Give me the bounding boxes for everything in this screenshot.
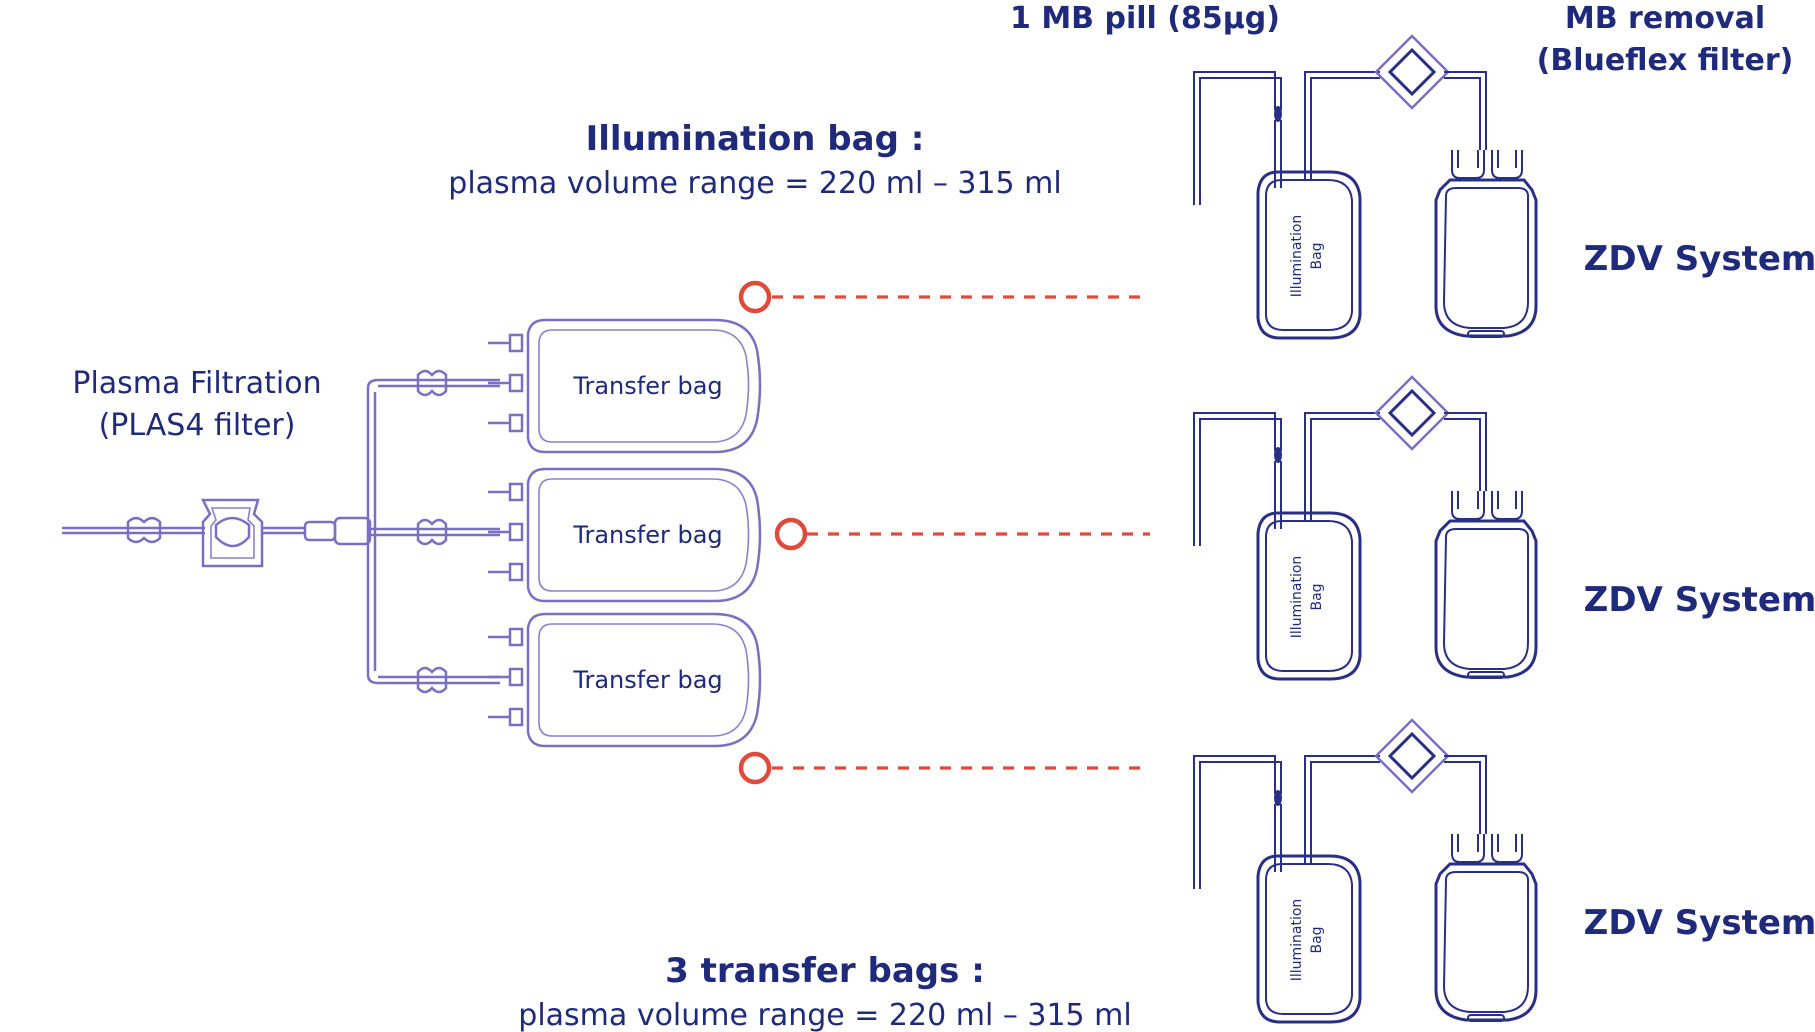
- storage-bag-port-icon: [1451, 834, 1523, 863]
- mb-removal-label-line2: (Blueflex filter): [1537, 43, 1794, 78]
- branch-clamp-icon: [416, 518, 448, 546]
- connector-3: [738, 751, 1150, 785]
- illumination-bag-label-line2: Bag: [1309, 926, 1325, 953]
- storage-bag-port-icon: [1451, 491, 1523, 520]
- illumination-bag-label-line2: Bag: [1309, 242, 1325, 269]
- transfer-volume-range: plasma volume range = 220 ml – 315 ml: [518, 998, 1131, 1032]
- mb-pill-label: 1 MB pill (85µg): [1010, 1, 1280, 36]
- connector-dot: [738, 751, 772, 785]
- connector-dot: [774, 517, 808, 551]
- transfer-bag: Transfer bag: [488, 612, 762, 748]
- illumination-bag-label-line1: Illumination: [1289, 899, 1305, 982]
- plasma-filtration-kit: [62, 369, 500, 694]
- blueflex-filter-icon: [1374, 718, 1450, 794]
- bag-port-icon: [488, 333, 524, 433]
- connector-2: [774, 517, 1150, 551]
- mb-pill-icon: [1274, 106, 1282, 122]
- transfer-bag: Transfer bag: [488, 467, 762, 603]
- plasma-filtration-label-line2: (PLAS4 filter): [99, 408, 296, 443]
- blueflex-filter-icon: [1374, 375, 1450, 451]
- bag-port-icon: [488, 482, 524, 582]
- blueflex-filter-icon: [1374, 34, 1450, 110]
- connector-dot: [738, 280, 772, 314]
- transfer-bag: Transfer bag: [488, 318, 762, 454]
- zdv-system: Illumination Bag ZDV System: [1193, 718, 1815, 1024]
- mb-removal-label-line1: MB removal: [1565, 1, 1765, 36]
- plas4-filter-icon: [200, 498, 264, 568]
- zdv-system: Illumination Bag ZDV System: [1193, 34, 1815, 340]
- transfer-bag-label: Transfer bag: [572, 372, 722, 400]
- transfer-bag-label: Transfer bag: [572, 666, 722, 694]
- storage-bag-port-icon: [1451, 150, 1523, 179]
- bag-port-icon: [488, 627, 524, 727]
- zdv-system-label: ZDV System: [1584, 580, 1815, 620]
- mb-pill-icon: [1274, 447, 1282, 463]
- illumination-bag-label-line1: Illumination: [1289, 215, 1305, 298]
- illumination-bag-title: Illumination bag :: [586, 119, 925, 159]
- plasma-filtration-label-line1: Plasma Filtration: [72, 366, 321, 401]
- zdv-system: Illumination Bag ZDV System: [1193, 375, 1815, 681]
- illumination-bag-label-line1: Illumination: [1289, 556, 1305, 639]
- transfer-bags-title: 3 transfer bags :: [665, 951, 985, 991]
- illumination-bag-label-line2: Bag: [1309, 583, 1325, 610]
- illumination-volume-range: plasma volume range = 220 ml – 315 ml: [448, 166, 1061, 201]
- zdv-system-label: ZDV System: [1584, 239, 1815, 279]
- branch-clamp-icon: [416, 369, 448, 397]
- zdv-system-label: ZDV System: [1584, 903, 1815, 943]
- tube-clamp-icon: [126, 516, 162, 544]
- mb-pill-icon: [1274, 790, 1282, 806]
- connector-1: [738, 280, 1150, 314]
- branch-clamp-icon: [416, 666, 448, 694]
- transfer-bag-label: Transfer bag: [572, 521, 722, 549]
